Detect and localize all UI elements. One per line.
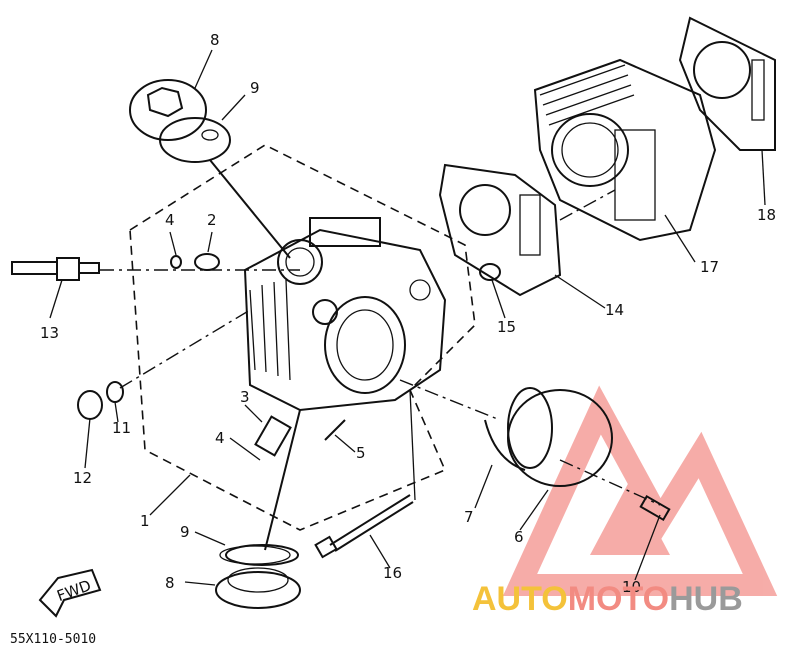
part-label-11: 11 [112, 419, 131, 437]
part-label-1: 1 [140, 512, 150, 530]
watermark-hub: HUB [669, 580, 743, 618]
part-label-8-top: 8 [210, 31, 220, 49]
part-label-14: 14 [605, 301, 624, 319]
oil-filler-cap-bottom [215, 544, 301, 609]
part-label-4-top: 4 [165, 211, 175, 229]
part-label-15: 15 [497, 318, 516, 336]
assembly-outline [129, 144, 476, 531]
part-label-12: 12 [73, 469, 92, 487]
long-bolt [314, 494, 414, 559]
part-label-5: 5 [356, 444, 366, 462]
head-gasket [438, 163, 562, 297]
part-label-8-bottom: 8 [165, 574, 175, 592]
part-label-16: 16 [383, 564, 402, 582]
cylinder-head [243, 217, 447, 412]
part-label-3: 3 [240, 388, 250, 406]
leader-lines [49, 49, 766, 586]
part-label-13: 13 [40, 324, 59, 342]
svg-text:AUTOMOTOHUB: AUTOMOTOHUB [472, 580, 743, 618]
part-label-18: 18 [757, 206, 776, 224]
oil-filler-cap-top [129, 79, 231, 163]
tappet-cover [484, 387, 613, 487]
part-label-10: 10 [622, 578, 641, 596]
cylinder-block [533, 58, 717, 242]
part-label-9-bottom: 9 [180, 523, 190, 541]
part-label-7: 7 [464, 508, 474, 526]
part-label-4-bottom: 4 [215, 429, 225, 447]
part-label-9-top: 9 [250, 79, 260, 97]
fwd-arrow: FWD [38, 568, 102, 618]
watermark-text: AUTOMOTOHUB [472, 580, 743, 618]
spark-plug [11, 257, 100, 281]
cylinder-gasket [678, 16, 776, 151]
watermark-logo [502, 385, 778, 596]
part-labels: 8 9 4 2 13 12 11 3 4 5 1 9 8 16 7 6 10 1… [40, 31, 776, 596]
fwd-label: FWD [54, 576, 93, 605]
part-label-2: 2 [207, 211, 217, 229]
part-label-6: 6 [514, 528, 524, 546]
drawing-code: 55X110-5010 [10, 632, 96, 647]
part-label-17: 17 [700, 258, 719, 276]
watermark-moto: MOTO [568, 580, 669, 618]
watermark-auto: AUTO [472, 580, 568, 618]
